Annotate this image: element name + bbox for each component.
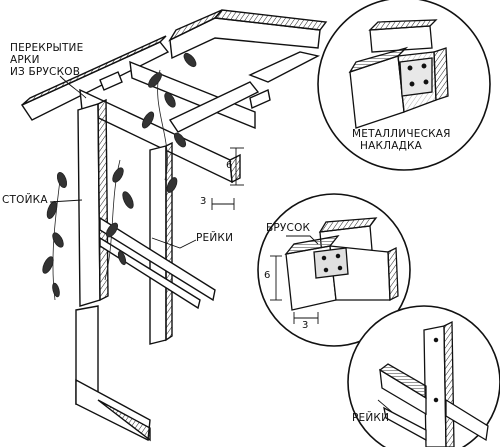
label-overlap-line2: АРКИ — [10, 54, 40, 66]
label-metal-line1: МЕТАЛЛИЧЕСКАЯ — [352, 128, 451, 140]
overhead-beam-3 — [129, 60, 256, 130]
label-post: СТОЙКА — [2, 194, 48, 206]
cross-beam — [168, 81, 260, 133]
slat-rail-2 — [99, 236, 201, 310]
label-overlap-line3: ИЗ БРУСКОВ — [10, 66, 81, 78]
detail-circle-slats — [347, 305, 500, 447]
label-overlap-line1: ПЕРЕКРЫТИЕ — [10, 42, 84, 54]
leader-lines — [49, 75, 197, 249]
dimension-detail-height: 6 — [264, 270, 271, 281]
second-post — [149, 145, 167, 345]
label-bar: БРУСОК — [266, 222, 311, 234]
main-post — [77, 103, 101, 307]
label-metal-line2: НАКЛАДКА — [360, 140, 423, 152]
dimension-detail-width: 3 — [302, 320, 309, 331]
slat-rail-1 — [99, 216, 216, 302]
main-dimension-lines — [211, 147, 244, 210]
detail-circle-bar-joint — [257, 193, 411, 347]
arch-frame — [20, 9, 328, 442]
detail-circle-metal-plate — [317, 0, 491, 171]
dimension-main-width: 3 — [200, 196, 207, 207]
dimension-main-height: 6 — [226, 160, 233, 171]
right-top-beam — [248, 51, 321, 83]
label-slats-main: РЕЙКИ — [196, 232, 234, 244]
vine-decoration — [42, 52, 197, 301]
label-slats-detail: РЕЙКИ — [352, 412, 390, 424]
